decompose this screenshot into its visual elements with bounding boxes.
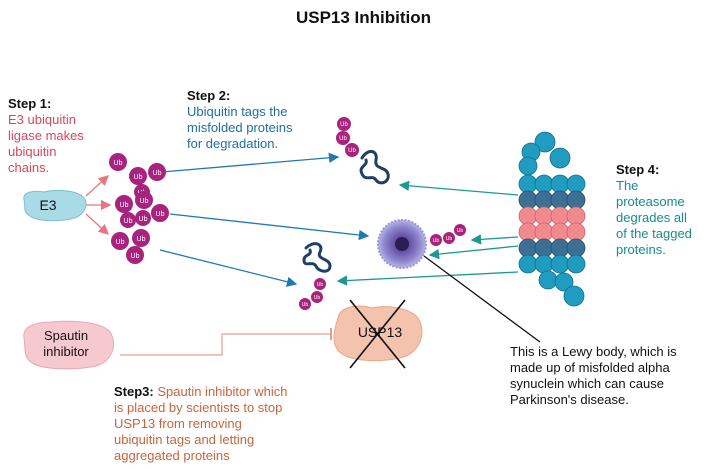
svg-text:Ub: Ub	[340, 122, 348, 128]
step2-line: misfolded proteins	[187, 120, 293, 135]
step4-heading: Step 4:	[616, 162, 660, 177]
step4-line: degrades all	[616, 210, 687, 225]
svg-text:Ub: Ub	[116, 239, 125, 246]
step3-text: Step3: Spautin inhibitor which is placed…	[114, 384, 287, 464]
svg-text:Ub: Ub	[131, 253, 140, 260]
ub-tag: Ub	[311, 291, 323, 303]
step3-line: ubiquitin tags and letting	[114, 432, 255, 447]
svg-text:Ub: Ub	[124, 218, 133, 225]
ub-tag: Ub	[314, 278, 326, 290]
ub-tag: Ub	[299, 298, 311, 310]
ub-molecule: Ub	[115, 195, 133, 213]
ub-molecule: Ub	[111, 232, 129, 250]
proteasome	[518, 131, 586, 307]
step3-heading: Step3:	[114, 384, 154, 399]
step1-text: Step 1: E3 ubiquitin ligase makes ubiqui…	[8, 96, 84, 176]
lewy-body-note: This is a Lewy body, which is made up of…	[510, 344, 677, 408]
step2-heading: Step 2:	[187, 88, 231, 103]
ub-molecule: Ub	[135, 191, 153, 209]
spautin-label-line2: inhibitor	[43, 344, 89, 359]
cross-out-line-2	[349, 299, 406, 369]
lewy-note-line: Parkinson's disease.	[510, 392, 629, 407]
step2-line: for degradation.	[187, 136, 279, 151]
tag-arrow-top	[161, 152, 340, 173]
proteasome-arrow-top	[398, 180, 519, 196]
proteasome-bottom-cap	[538, 270, 585, 307]
svg-text:Ub: Ub	[114, 160, 123, 167]
ub-molecule: Ub	[151, 204, 169, 222]
ub-tag: Ub	[443, 232, 455, 244]
ub-tag: Ub	[336, 131, 350, 145]
inhibition-line	[120, 333, 330, 356]
step3-line: aggregated proteins	[114, 448, 230, 463]
lewy-body-core	[395, 237, 409, 251]
tag-arrow-bottom	[159, 249, 298, 287]
proteasome-arrow-bottom	[336, 271, 519, 286]
ub-molecule: Ub	[109, 153, 127, 171]
ubiquitin-chains: Ub Ub Ub Ub Ub Ub Ub Ub Ub Ub Ub Ub Ub U…	[109, 117, 466, 310]
step4-text: Step 4: The proteasome degrades all of t…	[616, 162, 692, 258]
step1-line: ligase makes	[8, 128, 84, 143]
lewy-pointer-line	[423, 255, 541, 343]
svg-text:Ub: Ub	[137, 236, 146, 243]
ub-tag: Ub	[430, 234, 442, 246]
step2-line: Ubiquitin tags the	[187, 104, 288, 119]
ub-molecule: Ub	[126, 246, 144, 264]
svg-text:Ub: Ub	[348, 148, 356, 154]
svg-text:Ub: Ub	[120, 202, 129, 209]
step1-heading: Step 1:	[8, 96, 52, 111]
step4-line: of the tagged	[616, 226, 692, 241]
step1-line: chains.	[8, 160, 50, 175]
step1-line: ubiquitin	[8, 144, 57, 159]
ub-molecule: Ub	[148, 163, 166, 181]
e3-ligase-shape	[23, 189, 87, 222]
svg-text:Ub: Ub	[153, 170, 162, 177]
proteasome-top-ring	[518, 131, 571, 176]
e3-label: E3	[39, 197, 56, 213]
svg-text:Ub: Ub	[433, 238, 440, 244]
step3-line: USP13 from removing	[114, 416, 242, 431]
ub-tag: Ub	[345, 143, 359, 157]
proteasome-arrow-mid1	[470, 234, 519, 245]
ub-tag: Ub	[454, 224, 466, 236]
ub-tag: Ub	[337, 117, 351, 131]
step4-line: proteins.	[616, 242, 666, 257]
lewy-note-line: made up of misfolded alpha	[510, 360, 670, 375]
svg-text:Ub: Ub	[139, 216, 148, 223]
e3-arrow-down	[85, 213, 109, 235]
step1-line: E3 ubiquitin	[8, 112, 76, 127]
step4-line: The	[616, 178, 639, 193]
svg-text:Ub: Ub	[140, 198, 149, 205]
e3-arrow-up	[85, 175, 109, 197]
spautin-label-line1: Spautin	[44, 328, 88, 343]
ub-molecule: Ub	[132, 229, 150, 247]
step3-line: Spautin inhibitor which	[157, 384, 288, 399]
ub-molecule: Ub	[135, 210, 151, 226]
svg-text:Ub: Ub	[314, 295, 321, 301]
proteasome-rows	[518, 174, 586, 274]
svg-text:Ub: Ub	[156, 211, 165, 218]
tag-arrow-mid	[169, 213, 370, 241]
svg-text:Ub: Ub	[446, 236, 453, 242]
svg-text:Ub: Ub	[317, 282, 324, 288]
svg-text:Ub: Ub	[134, 174, 143, 181]
lewy-note-line: synuclein which can cause	[510, 376, 664, 391]
proteasome-arrow-mid2	[428, 245, 519, 260]
page-title: USP13 Inhibition	[295, 8, 432, 27]
spautin-inhibitor-shape	[23, 320, 114, 370]
step4-line: proteasome	[616, 194, 685, 209]
svg-text:Ub: Ub	[339, 136, 347, 142]
misfolded-protein-top	[359, 150, 390, 185]
step2-text: Step 2: Ubiquitin tags the misfolded pro…	[187, 88, 293, 152]
ub-molecule: Ub	[120, 212, 136, 228]
step3-line: is placed by scientists to stop	[114, 400, 283, 415]
svg-text:Ub: Ub	[302, 302, 309, 308]
ub-molecule: Ub	[129, 167, 147, 185]
svg-text:Ub: Ub	[457, 228, 464, 234]
misfolded-protein-bottom	[302, 242, 332, 273]
lewy-note-line: This is a Lewy body, which is	[510, 344, 677, 359]
